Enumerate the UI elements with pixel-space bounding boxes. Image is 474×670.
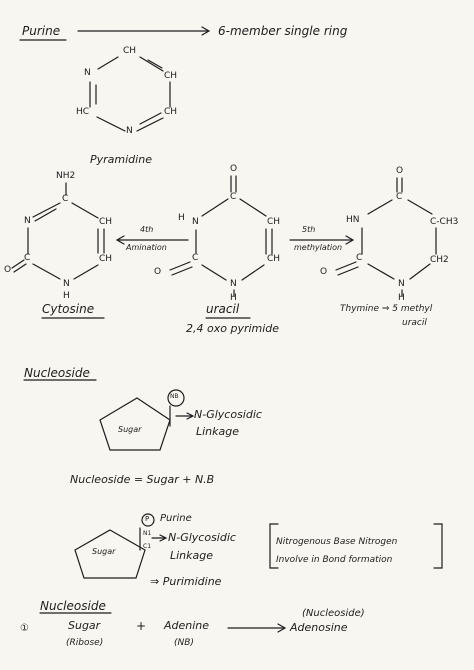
ura-atom-h1: H (230, 293, 237, 303)
n1-label: N1 (143, 530, 152, 537)
ura-atom-c2: C (192, 253, 199, 263)
thymine-name2: uracil (402, 318, 427, 328)
thy-atom-c4: C (396, 192, 403, 202)
nucleoside-title: Nucleoside (24, 366, 90, 380)
box-right (433, 523, 443, 569)
methylation-bottom: methylation (294, 243, 343, 252)
deamination-top: 4th (140, 225, 154, 234)
thy-atom-c2: C (356, 253, 363, 263)
thymine-ring (335, 177, 437, 297)
nb-label: NB (170, 393, 179, 400)
bottom-ribose: (Ribose) (66, 638, 104, 648)
ura-atom-c6: CH (267, 254, 281, 264)
bottom-plus: + (136, 619, 147, 633)
linkage-label-1a: N-Glycosidic (194, 408, 262, 421)
linkage-label-2b: Linkage (170, 549, 214, 562)
pyr-atom-n-bottom: N (126, 126, 133, 136)
cyt-atom-c6: CH (99, 254, 113, 264)
p-circle (141, 513, 155, 527)
uracil-subname: 2,4 oxo pyrimide (186, 322, 280, 335)
deamination-arrowhead (115, 235, 125, 245)
pyrimidine-ring (89, 56, 171, 132)
thymine-name: Thymine ⇒ 5 methyl (340, 304, 433, 314)
cyt-atom-n1: N (63, 279, 70, 289)
nb-circle (167, 389, 185, 407)
ura-atom-c5: CH (267, 217, 281, 227)
pyr-atom-hc-left: HC (76, 107, 90, 117)
cytosine-ring (11, 182, 105, 280)
ura-atom-o2: O (154, 267, 162, 277)
thy-o-top: O (396, 166, 404, 176)
bottom-nucleoside-title: Nucleoside (40, 599, 106, 613)
thy-atom-c5: C-CH3 (430, 217, 459, 227)
ura-o-top: O (230, 164, 238, 174)
cyt-atom-c5: CH (99, 217, 113, 227)
sugar-pentagon-1 (99, 397, 171, 451)
deamination-bottom: Amination (126, 243, 167, 252)
methylation-top: 5th (302, 225, 316, 234)
thy-atom-n1: N (398, 279, 405, 289)
pyr-atom-ch-top: CH (123, 46, 137, 56)
cytosine-nh2: NH2 (56, 171, 76, 181)
purine-label: Purine (22, 24, 61, 38)
thy-atom-hn3: HN (346, 215, 360, 225)
methylation-arrowhead (345, 235, 355, 245)
ura-atom-c4: C (230, 192, 237, 202)
box-text-line2: Involve in Bond formation (276, 555, 393, 565)
cytosine-name: Cytosine (42, 302, 95, 316)
cyt-atom-o: O (4, 265, 12, 275)
linkage-label-2a: N-Glycosidic (168, 531, 236, 544)
sugar-label-2: Sugar (92, 547, 116, 556)
uracil-name: uracil (206, 302, 240, 316)
bottom-adenine: Adenine (164, 619, 210, 632)
pyr-atom-ch-right-bottom: CH (164, 107, 178, 117)
purine-description: 6-member single ring (218, 24, 348, 38)
purine-label-2: Purine (160, 513, 192, 524)
box-text-line1: Nitrogenous Base Nitrogen (276, 537, 398, 547)
p-label: P (145, 515, 150, 523)
purine-arrowhead (201, 26, 211, 36)
bottom-number: ① (20, 623, 29, 634)
purimidine-label: ⇒ Purimidine (150, 575, 222, 588)
sugar-label-1: Sugar (118, 425, 142, 434)
cyt-atom-h: H (63, 291, 70, 301)
ura-atom-h3: H (178, 213, 185, 223)
bottom-adenosine: Adenosine (290, 621, 348, 634)
uracil-ring (169, 175, 273, 297)
cyt-atom-c2: C (24, 253, 31, 263)
thy-atom-o2: O (320, 267, 328, 277)
cyt-atom-n3: N (24, 216, 31, 226)
bottom-nucleoside-note: (Nucleoside) (302, 608, 365, 619)
cyt-atom-c4: C (62, 194, 69, 204)
box-left (269, 523, 279, 569)
thy-atom-c6: CH2 (430, 255, 449, 265)
bottom-nb: (NB) (174, 638, 194, 648)
linkage-label-1b: Linkage (196, 425, 240, 438)
pyr-atom-ch-right-top: CH (164, 71, 178, 81)
nucleoside-equation: Nucleoside = Sugar + N.B (70, 473, 215, 486)
ura-atom-n1: N (230, 279, 237, 289)
thy-atom-h1: H (398, 293, 405, 303)
pyr-atom-n-left: N (84, 68, 91, 78)
sugar-pentagon-2 (74, 529, 146, 579)
c1-label: C1 (143, 543, 152, 550)
bottom-sugar: Sugar (68, 619, 101, 632)
ura-atom-n3: N (192, 217, 199, 227)
pyrimidine-caption: Pyramidine (90, 153, 152, 166)
